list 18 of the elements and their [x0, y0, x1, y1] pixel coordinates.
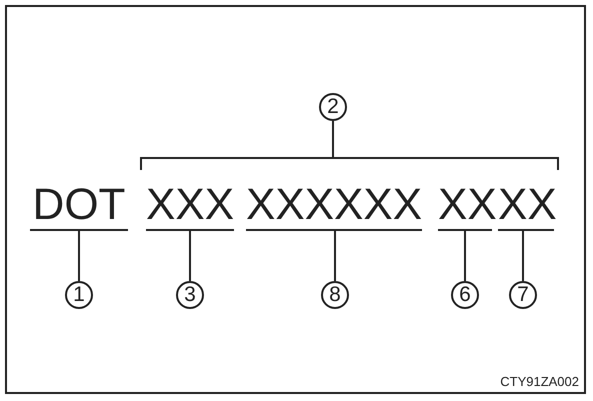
code-text: XXX — [146, 183, 234, 231]
callout-number: 2 — [319, 93, 347, 121]
callout-number: 3 — [176, 281, 204, 309]
callout-number: 6 — [451, 281, 479, 309]
leader-line — [334, 231, 336, 281]
callout-number: 7 — [509, 281, 537, 309]
leader-line — [78, 231, 80, 281]
code-text: XX — [498, 183, 554, 231]
callout-number: 8 — [321, 281, 349, 309]
code-text: XXXXXX — [246, 183, 422, 231]
leader-line — [522, 231, 524, 281]
code-text: DOT — [30, 183, 128, 231]
leader-line — [464, 231, 466, 281]
figure-code: CTY91ZA002 — [500, 374, 579, 389]
leader-line — [332, 121, 334, 158]
callout-number: 1 — [65, 281, 93, 309]
leader-line — [189, 231, 191, 281]
bracket — [140, 157, 559, 170]
